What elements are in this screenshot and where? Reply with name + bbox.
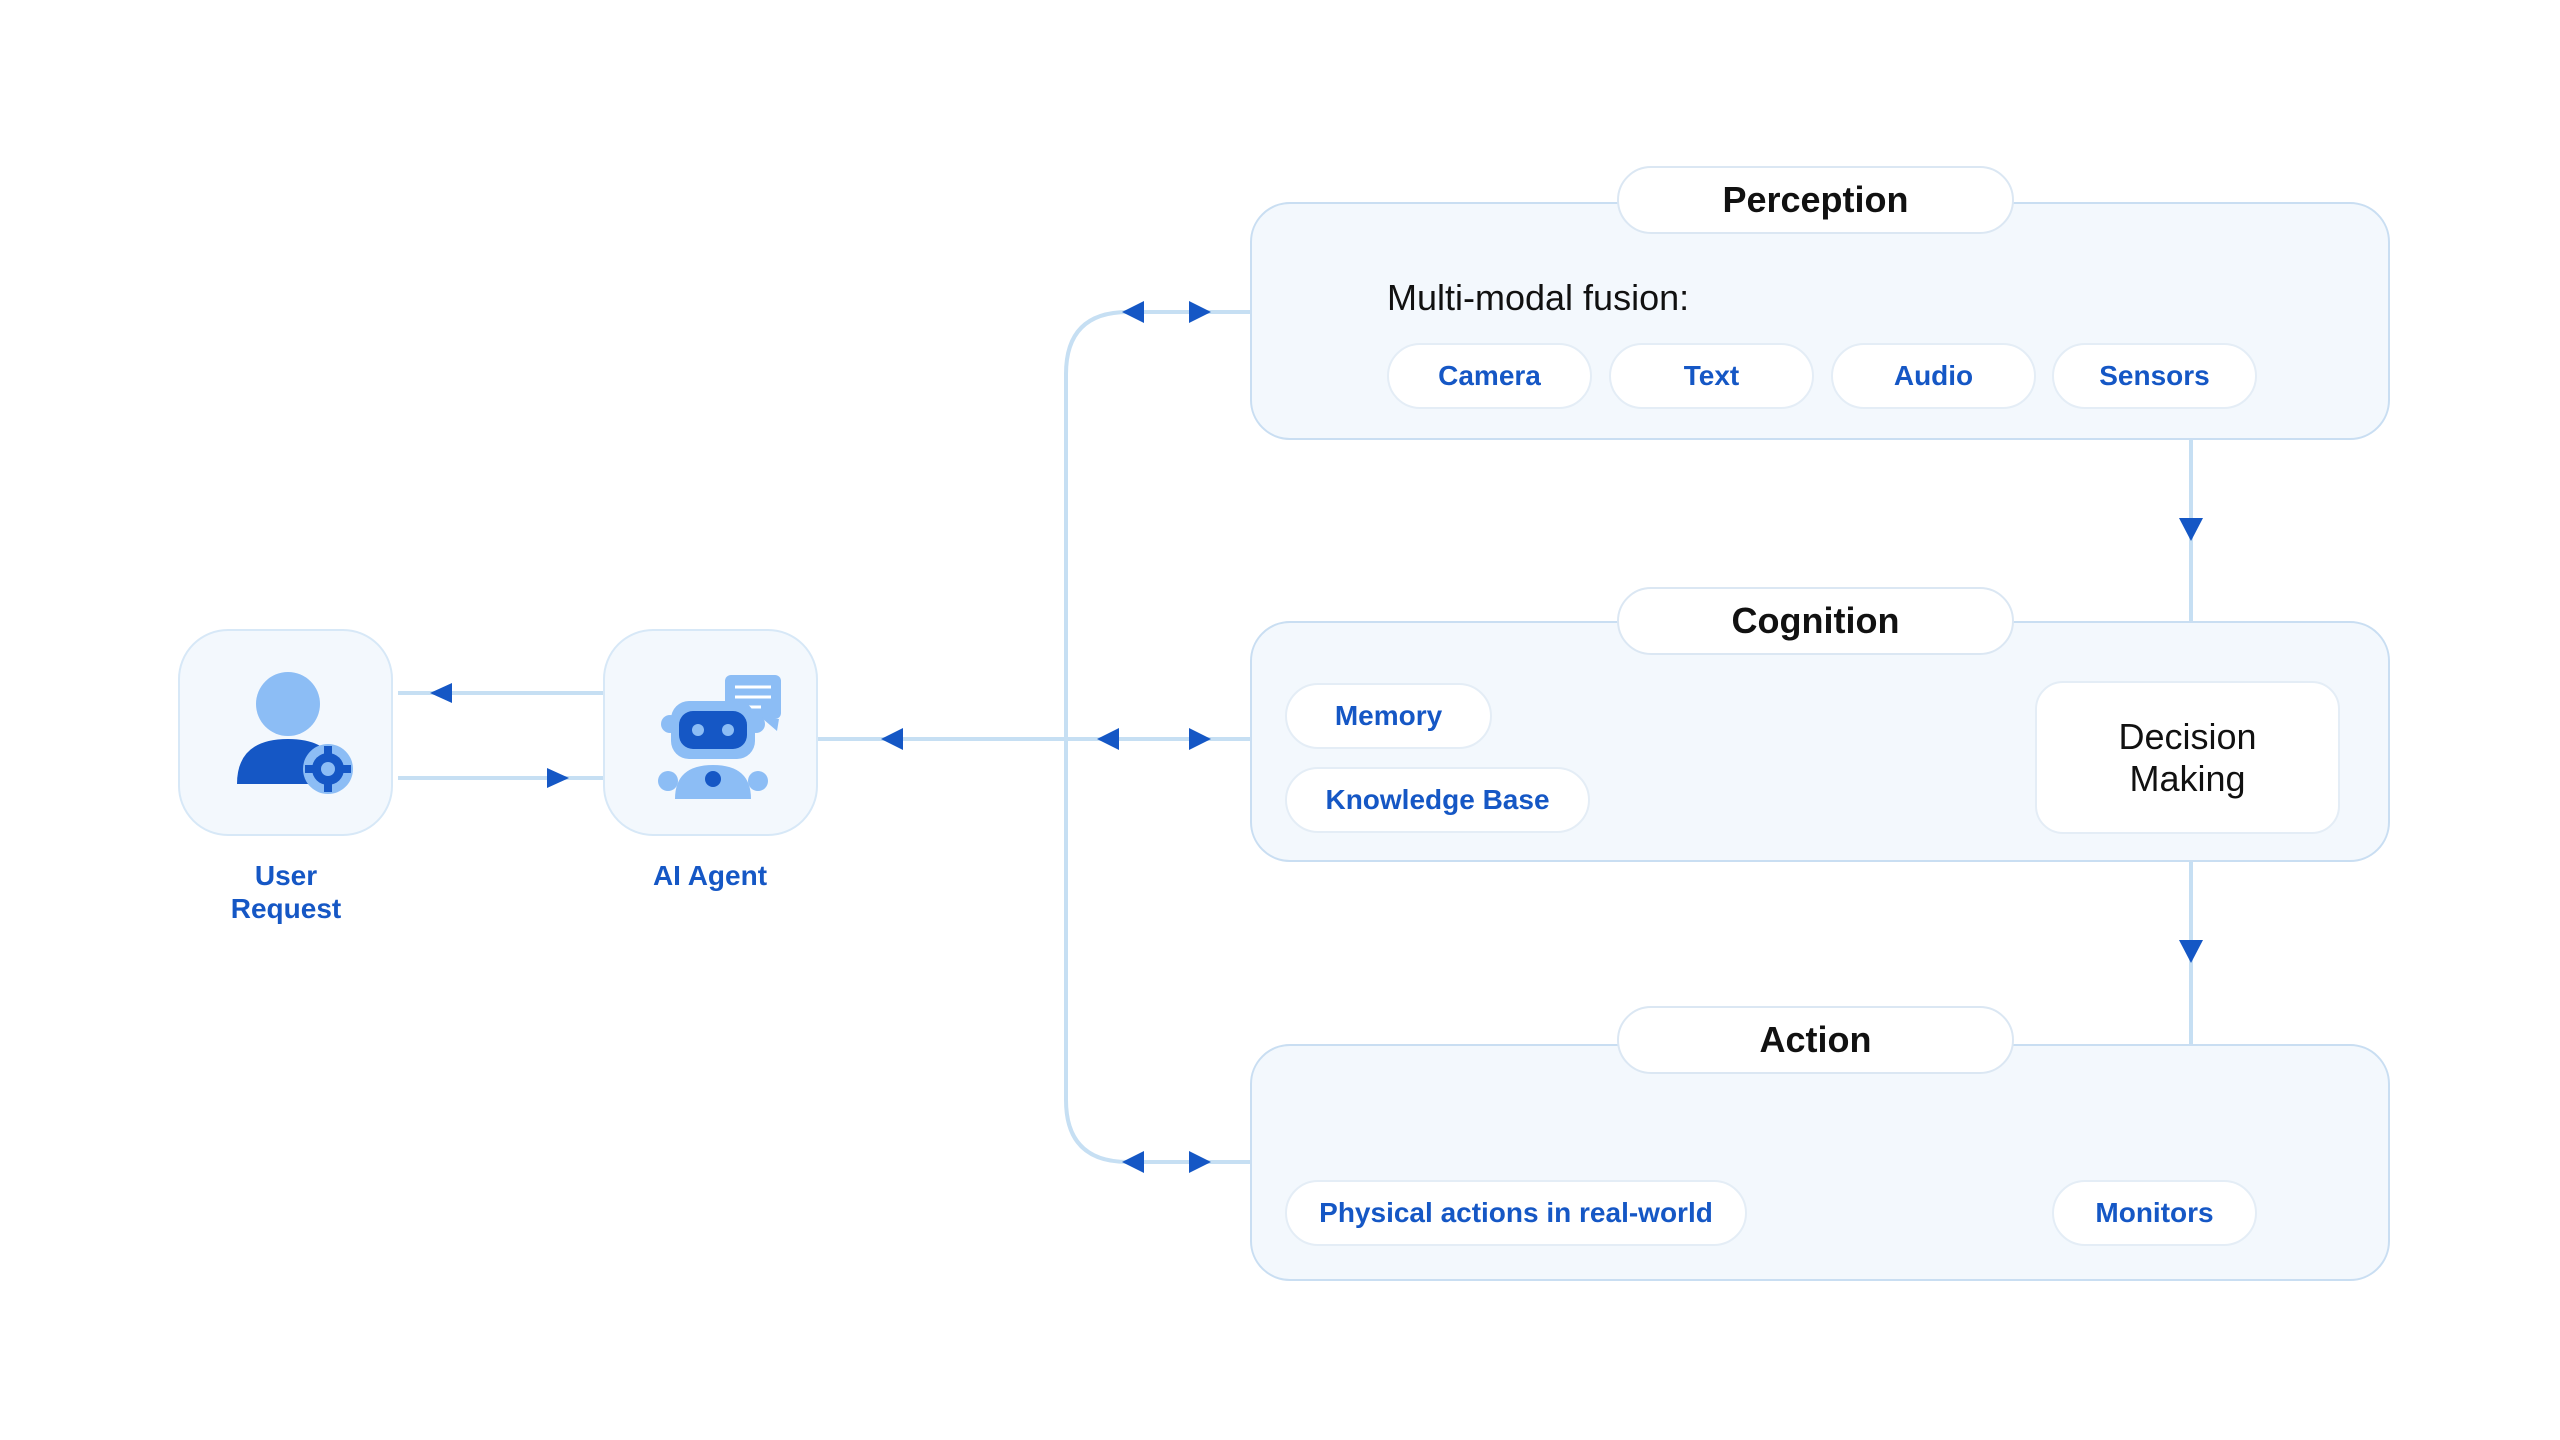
perception-title: Perception	[1617, 166, 2014, 234]
cognition-title: Cognition	[1617, 587, 2014, 655]
arrow-to-user	[430, 683, 452, 703]
arrow-down-to-cognition	[2179, 518, 2203, 541]
input-camera: Camera	[1387, 343, 1592, 409]
robot-chat-icon	[658, 675, 781, 799]
arrow-action-right	[1189, 1151, 1211, 1173]
monitors-output: Monitors	[2052, 1180, 2257, 1246]
arrow-cognition-right	[1189, 728, 1211, 750]
arrow-action-left	[1122, 1151, 1144, 1173]
action-title: Action	[1617, 1006, 2014, 1074]
user-gear-icon	[237, 672, 353, 794]
decision-making-box: Decision Making	[2035, 681, 2340, 834]
ai-agent-card	[603, 629, 818, 836]
input-audio: Audio	[1831, 343, 2036, 409]
perception-subtitle: Multi-modal fusion:	[1387, 277, 1690, 318]
input-text: Text	[1609, 343, 1814, 409]
user-request-card	[178, 629, 393, 836]
arrow-perception-left	[1122, 301, 1144, 323]
knowledge-base-source: Knowledge Base	[1285, 767, 1590, 833]
ai-agent-label: AI Agent	[652, 860, 768, 891]
memory-source: Memory	[1285, 683, 1492, 749]
arrow-to-agent	[547, 768, 569, 788]
arrow-cognition-left	[1097, 728, 1119, 750]
input-sensors: Sensors	[2052, 343, 2257, 409]
arrow-hub-to-agent	[881, 728, 903, 750]
hub-vertical-line	[1064, 310, 1250, 1164]
arrow-down-to-action	[2179, 940, 2203, 963]
physical-actions-output: Physical actions in real-world	[1285, 1180, 1747, 1246]
user-request-label: User Request	[230, 860, 342, 924]
arrow-perception-right	[1189, 301, 1211, 323]
